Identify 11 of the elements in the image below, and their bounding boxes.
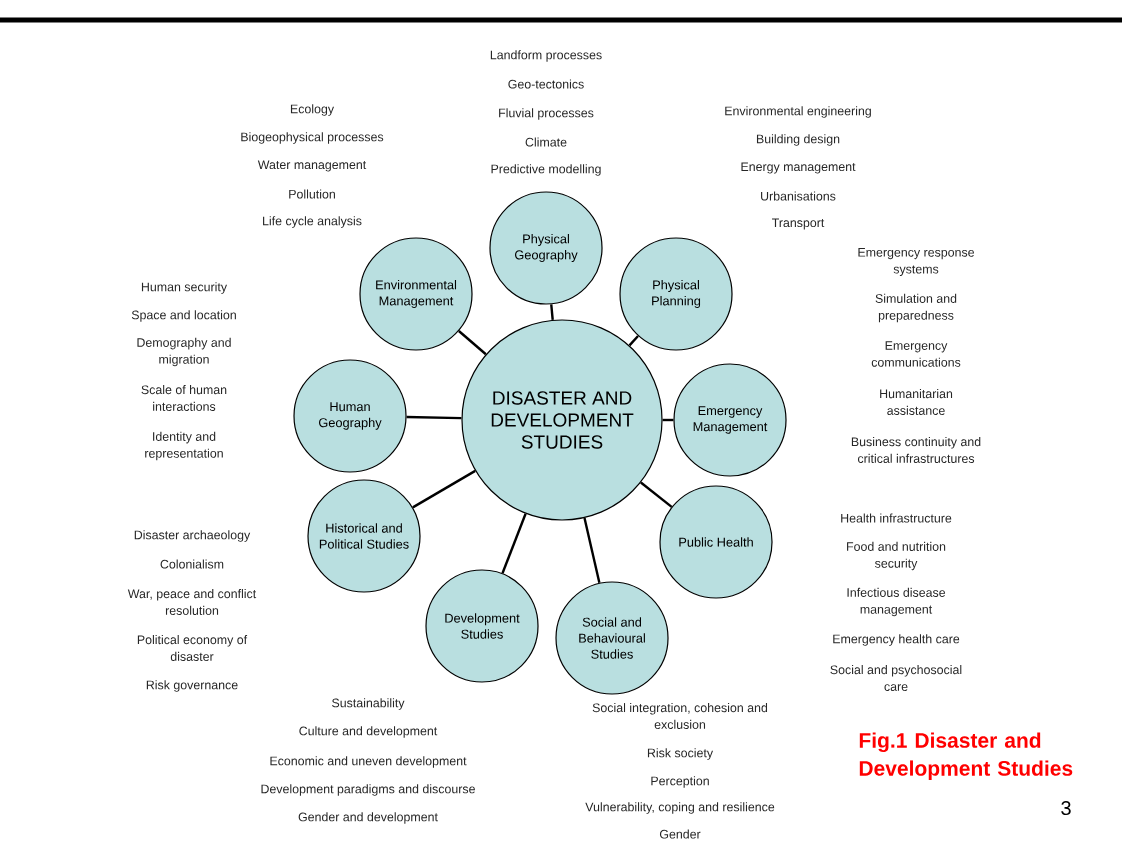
- connector-line: [501, 513, 527, 574]
- connector-line: [628, 335, 639, 347]
- connector-line: [583, 517, 601, 584]
- connector-line: [640, 481, 673, 508]
- connector-line: [406, 415, 462, 420]
- page-number: 3: [1061, 800, 1071, 816]
- connector-line: [412, 469, 476, 509]
- connector-line: [550, 304, 554, 320]
- connector-line: [662, 418, 674, 422]
- connector-line: [458, 330, 487, 356]
- figure-caption: Fig.1 Disaster and Development Studies: [859, 732, 1073, 780]
